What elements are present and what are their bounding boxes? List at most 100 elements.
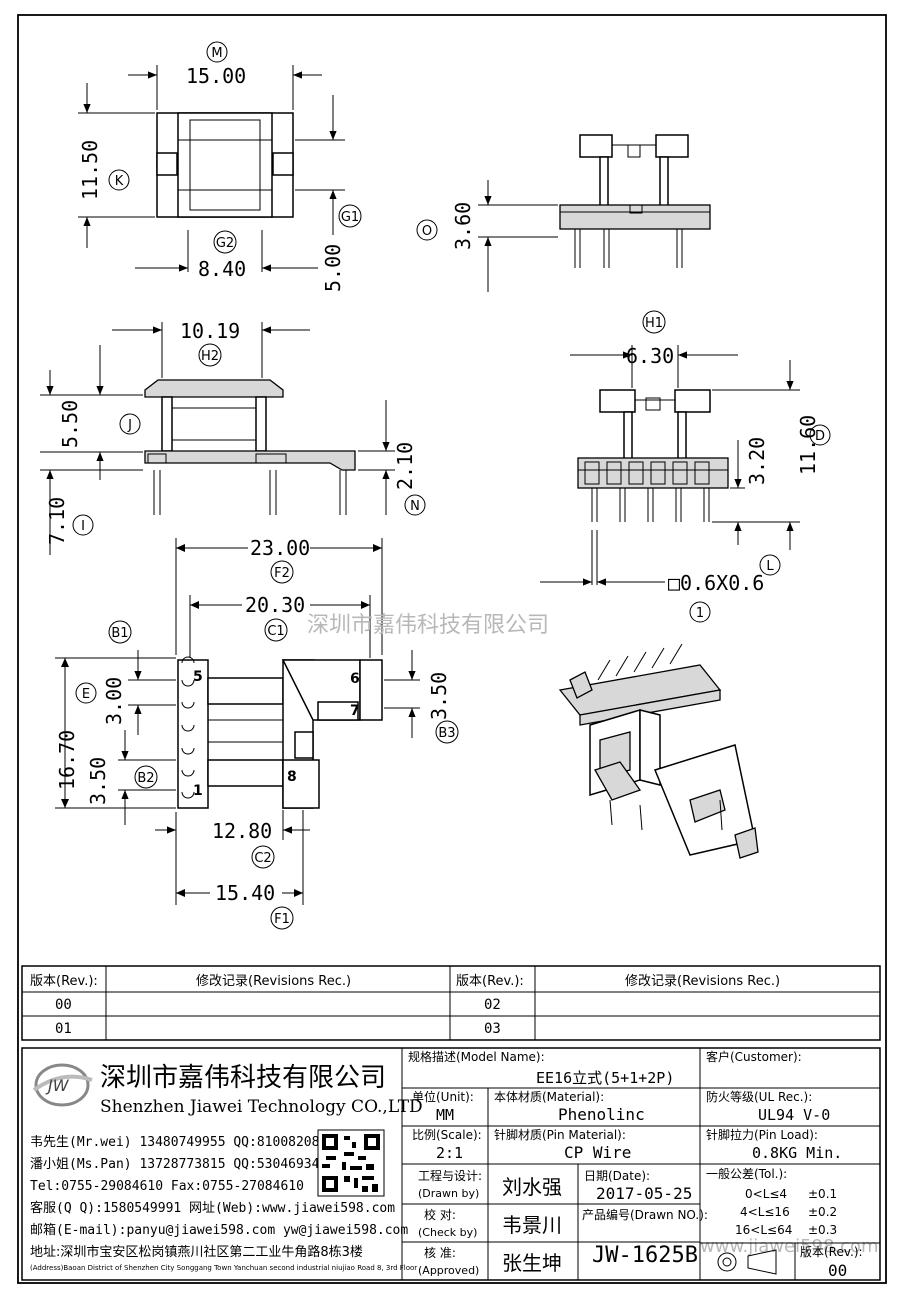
ref-b3: B3: [435, 720, 459, 744]
customer-label: 客户(Customer):: [706, 1049, 802, 1064]
svg-text:JW: JW: [45, 1076, 70, 1095]
watermark: 深圳市嘉伟科技有限公司: [307, 613, 549, 638]
unit-label: 单位(Unit):: [412, 1089, 474, 1104]
ref-b1: B1: [108, 620, 132, 644]
svg-text:L: L: [766, 559, 774, 574]
svg-text:G1: G1: [341, 210, 359, 225]
svg-text:O: O: [422, 224, 432, 239]
tol-range-1: 0<L≤4: [745, 1187, 787, 1201]
pin-material-value: CP Wire: [564, 1143, 631, 1162]
drawn-value: 刘水强: [502, 1175, 562, 1199]
company-logo: JW: [32, 1063, 93, 1107]
rev-cell-01: 01: [55, 1021, 72, 1037]
pin-load-label: 针脚拉力(Pin Load):: [706, 1127, 818, 1142]
tol-value-1: ±0.1: [808, 1187, 837, 1201]
svg-text:D: D: [815, 429, 825, 444]
pin-label-5: 5: [193, 669, 203, 685]
dim-o-value: 3.60: [451, 202, 475, 250]
pin-numbers: 5 1 6 7 8: [193, 669, 360, 799]
model-label: 规格描述(Model Name):: [408, 1049, 545, 1064]
svg-text:M: M: [211, 46, 222, 61]
rev-cell-03: 03: [484, 1021, 501, 1037]
svg-text:C1: C1: [267, 624, 284, 639]
title-block: JW 深圳市嘉伟科技有限公司 Shenzhen Jiawei Technolog…: [21, 1047, 881, 1281]
dim-h2-value: 10.19: [180, 319, 240, 343]
svg-text:H2: H2: [201, 349, 219, 364]
check-label-en: (Check by): [418, 1226, 477, 1239]
material-label: 本体材质(Material):: [494, 1090, 604, 1104]
rev-header-1: 版本(Rev.):: [30, 974, 98, 989]
scale-label: 比例(Scale):: [412, 1128, 482, 1142]
tol-range-3: 16<L≤64: [735, 1223, 792, 1237]
tol-value-3: ±0.3: [808, 1223, 837, 1237]
drawn-no-label: 产品编号(Drawn NO.):: [582, 1207, 708, 1222]
check-value: 韦景川: [502, 1213, 562, 1237]
ref-e: E: [75, 682, 97, 704]
svg-text:G2: G2: [216, 236, 234, 251]
pin-label-6: 6: [350, 671, 360, 687]
tol-range-2: 4<L≤16: [740, 1205, 790, 1219]
contact-2: 潘小姐(Ms.Pan) 13728773815 QQ:530469346: [30, 1157, 327, 1172]
drawn-label-en: (Drawn by): [418, 1187, 479, 1200]
svg-text:N: N: [410, 499, 420, 514]
ref-k: K: [108, 169, 130, 191]
bottom-view: [55, 538, 420, 905]
rev-header-2: 修改记录(Revisions Rec.): [196, 974, 351, 989]
dim-g1-value: 5.00: [321, 244, 345, 292]
dim-c1-value: 20.30: [245, 593, 305, 617]
drawn-no-value: JW-1625B: [592, 1243, 698, 1268]
dim-i-value: 7.10: [45, 497, 69, 545]
rev-value: 00: [828, 1261, 847, 1280]
ref-m: M: [206, 41, 228, 63]
ref-f2: F2: [270, 560, 294, 584]
approved-label: 核 准:: [424, 1246, 456, 1260]
dim-c2-value: 12.80: [212, 819, 272, 843]
svg-text:1: 1: [696, 606, 704, 621]
svg-text:B2: B2: [137, 771, 154, 786]
ref-g1: G1: [338, 204, 362, 228]
ref-g2: G2: [213, 230, 237, 254]
pin-label-7: 7: [350, 703, 360, 719]
drawing-border: [17, 14, 887, 1284]
ref-c2: C2: [251, 845, 275, 869]
ref-h2: H2: [198, 343, 222, 367]
ref-i: I: [72, 514, 94, 536]
svg-text:F2: F2: [274, 566, 290, 581]
dim-a-value: 16.70: [55, 730, 79, 790]
rev-cell-00: 00: [55, 997, 72, 1013]
ref-l: L: [759, 554, 781, 576]
rev-header-4: 修改记录(Revisions Rec.): [625, 974, 780, 989]
svg-text:F1: F1: [274, 912, 290, 927]
projection-symbol-icon: [717, 1249, 777, 1275]
contact-3: Tel:0755-29084610 Fax:0755-27084610: [30, 1179, 304, 1194]
dim-pin-value: □0.6X0.6: [668, 571, 764, 595]
svg-text:K: K: [115, 174, 124, 189]
dim-h1-value: 6.30: [626, 344, 674, 368]
isometric-view: [558, 643, 759, 859]
ref-h1: H1: [642, 310, 666, 334]
date-label: 日期(Date):: [584, 1169, 650, 1183]
ref-n: N: [404, 494, 426, 516]
dim-l-value: 3.20: [745, 437, 769, 485]
pin-load-value: 0.8KG Min.: [752, 1144, 842, 1162]
dim-f2-value: 23.00: [250, 536, 310, 560]
model-value: EE16立式(5+1+2P): [536, 1069, 674, 1087]
check-label: 校 对:: [424, 1207, 456, 1222]
svg-text:B3: B3: [438, 726, 455, 741]
dim-d-value: 11.60: [796, 415, 820, 475]
ref-o: O: [416, 219, 438, 241]
dim-f1-value: 15.40: [215, 881, 275, 905]
tol-value-2: ±0.2: [808, 1205, 837, 1219]
ref-c1: C1: [264, 618, 288, 642]
ul-label: 防火等级(UL Rec.):: [706, 1089, 812, 1104]
qr-code: [317, 1129, 385, 1197]
address-en: (Address)Baoan District of Shenzhen City…: [30, 1264, 417, 1272]
svg-text:E: E: [82, 687, 90, 702]
ref-f1: F1: [270, 906, 294, 930]
side-view-o: [478, 134, 711, 292]
ref-j: J: [119, 413, 141, 435]
approved-value: 张生坤: [502, 1251, 562, 1275]
pin-label-1: 1: [193, 783, 203, 799]
top-view: [78, 65, 345, 272]
